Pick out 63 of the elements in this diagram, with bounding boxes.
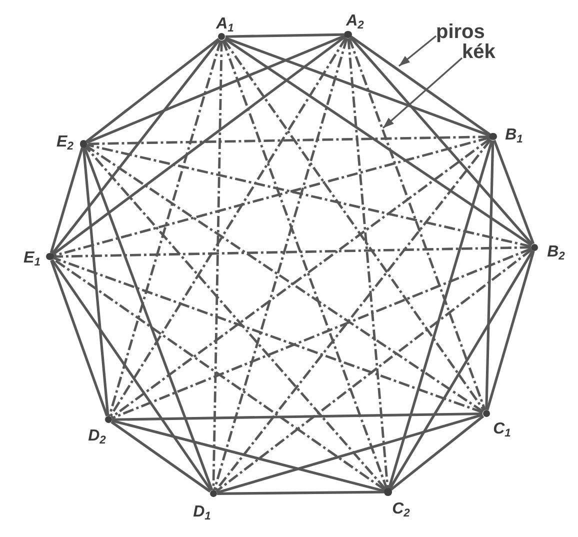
solid-edge (50, 260, 108, 417)
dash-dot-edge (111, 248, 532, 420)
dash-dot-edge (54, 246, 531, 258)
dash-dot-edge (213, 38, 348, 490)
vertex-label: B$_{1}$ (505, 126, 523, 146)
vertex-label: D$_{2}$ (88, 428, 106, 446)
dash-dot-edge (222, 39, 486, 412)
dash-dot-edge (214, 138, 492, 492)
solid-edge (217, 490, 384, 495)
solid-edge (83, 147, 214, 491)
solid-edge (51, 259, 212, 492)
solid-edge (51, 38, 220, 254)
vertex-label: E$_{1}$ (24, 250, 40, 268)
dash-dot-edge (222, 40, 388, 489)
solid-edge (350, 36, 491, 136)
dash-dot-edge (87, 136, 490, 146)
solid-edge (86, 34, 345, 144)
solid-edge (82, 148, 110, 416)
dash-dot-edge (86, 144, 532, 248)
dash-dot-edge (108, 40, 222, 416)
solid-edge (224, 38, 532, 246)
solid-edge (390, 415, 484, 491)
dash-dot-edge (52, 258, 386, 491)
vertex-label: C$_{2}$ (392, 500, 410, 520)
dash-dot-edge (53, 136, 490, 257)
dash-dot-edge (348, 38, 486, 411)
vertex-label: E$_{2}$ (56, 134, 74, 152)
solid-edge (485, 140, 494, 410)
solid-edge (52, 36, 346, 256)
line-type-label: kék (462, 42, 496, 62)
dash-dot-edge (347, 38, 389, 488)
solid-edge (388, 250, 534, 490)
vertex-dot (46, 252, 54, 260)
vertex-label: A$_{1}$ (216, 16, 234, 34)
solid-edge (112, 412, 483, 421)
vertex-label: D$_{1}$ (193, 504, 211, 522)
dash-dot-edge (53, 256, 484, 414)
line-type-label: piros (436, 22, 485, 42)
vertex-dot (80, 140, 88, 148)
vertex-label: A$_{2}$ (346, 12, 364, 32)
solid-edge (224, 36, 490, 137)
vertex-label: C$_{1}$ (493, 420, 511, 440)
solid-edge (216, 414, 484, 494)
leader-arrow (398, 35, 437, 67)
solid-edge (110, 420, 211, 493)
solid-edge (493, 140, 535, 244)
solid-edge (225, 33, 344, 38)
solid-edge (50, 147, 84, 254)
vertex-label: B$_{2}$ (547, 244, 565, 262)
vertex-dot (384, 488, 392, 496)
solid-edge (86, 38, 220, 143)
vertex-dot (218, 32, 226, 40)
dash-dot-edge (84, 146, 386, 490)
solid-edge (350, 36, 534, 246)
solid-edge (486, 250, 535, 410)
vertex-dot (344, 30, 352, 38)
solid-edge (112, 419, 385, 492)
dash-dot-edge (109, 37, 347, 418)
vertex-dot (489, 132, 497, 140)
solid-edge (388, 140, 494, 489)
leader-arrow (382, 57, 463, 129)
dash-dot-edge (212, 40, 223, 490)
dash-dot-edge (216, 248, 532, 492)
